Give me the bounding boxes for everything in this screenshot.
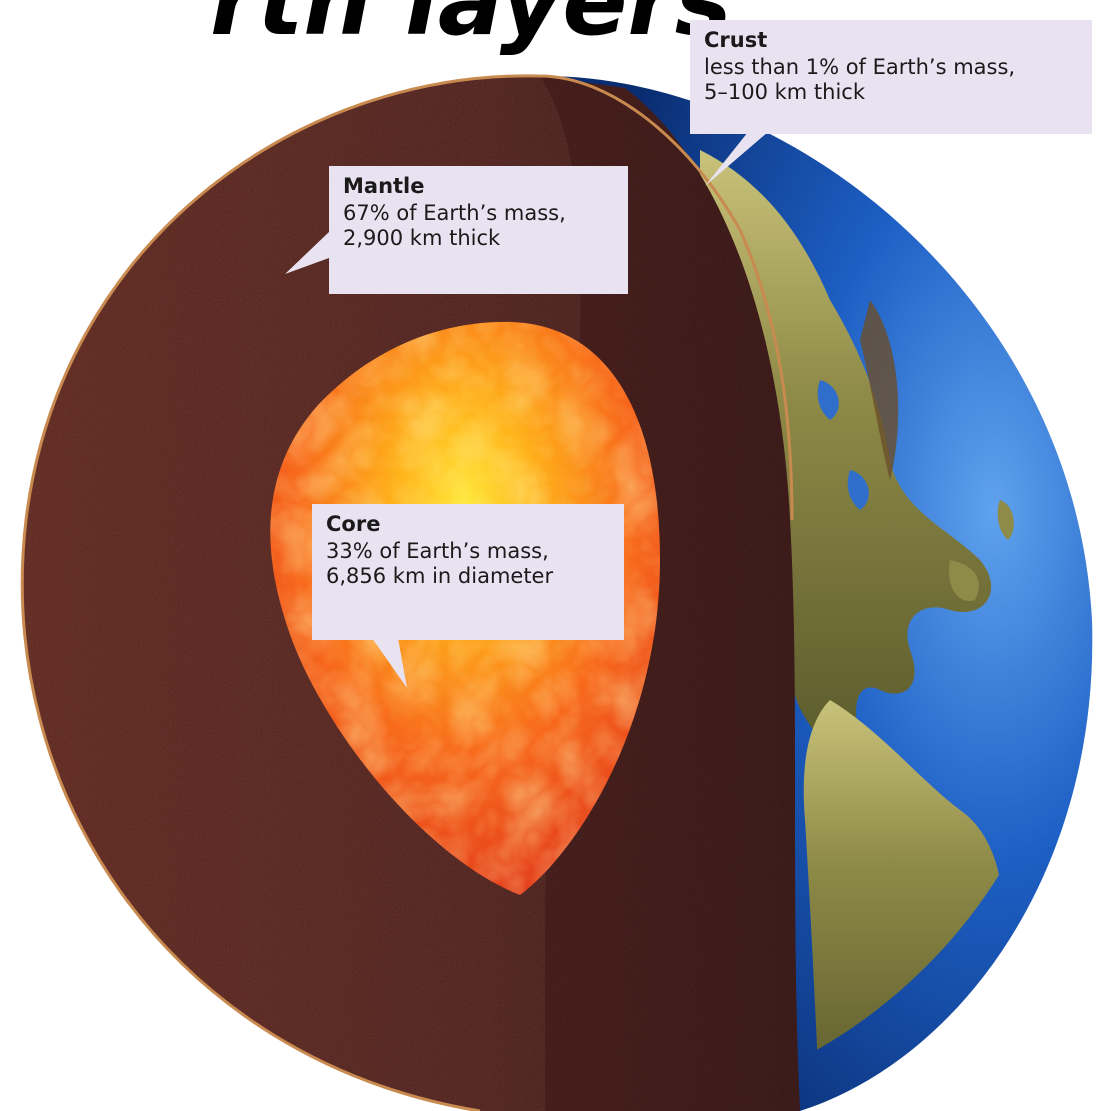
core-diameter: 6,856 km in diameter (326, 564, 554, 589)
mantle-pointer (285, 232, 329, 274)
heading-fragment: rth layers (210, 0, 732, 57)
crust-pointer (705, 132, 768, 186)
crust-thickness: 5–100 km thick (704, 80, 865, 105)
mantle-label: Mantle 67% of Earth’s mass, 2,900 km thi… (329, 166, 628, 294)
core-mass: 33% of Earth’s mass, (326, 538, 549, 563)
mantle-thickness: 2,900 km thick (343, 226, 501, 251)
core-pointer (372, 638, 407, 688)
crust-mass: less than 1% of Earth’s mass, (704, 54, 1016, 79)
crust-edge (20, 74, 794, 1111)
crust-label: Crust less than 1% of Earth’s mass, 5–10… (690, 20, 1092, 134)
mantle-mass: 67% of Earth’s mass, (343, 200, 566, 225)
mantle-title: Mantle (343, 174, 425, 198)
core-label: Core 33% of Earth’s mass, 6,856 km in di… (312, 504, 624, 640)
core-title: Core (326, 512, 381, 536)
crust-title: Crust (704, 28, 768, 52)
